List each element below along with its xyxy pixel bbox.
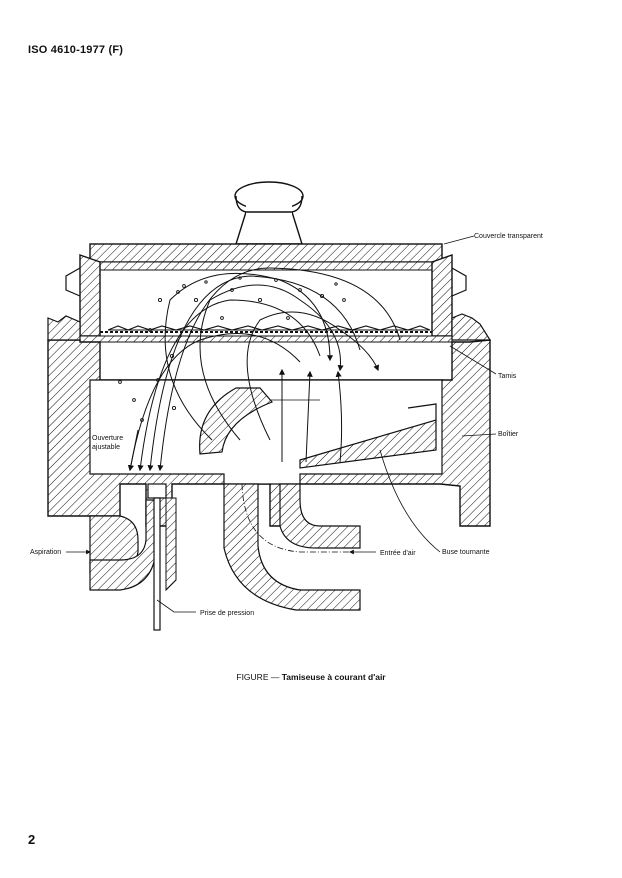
label-ouverture-2: ajustable bbox=[92, 444, 120, 451]
document-header: ISO 4610-1977 (F) bbox=[28, 44, 124, 56]
page-number: 2 bbox=[28, 832, 36, 847]
rotating-nozzle bbox=[199, 387, 437, 469]
particles bbox=[118, 276, 346, 422]
caption-prefix: FIGURE — bbox=[236, 672, 282, 682]
label-buse: Buse tournante bbox=[442, 549, 490, 556]
sieve-mesh bbox=[79, 331, 453, 343]
leader-lines bbox=[66, 235, 497, 613]
lid-knob bbox=[234, 181, 304, 245]
material-bed bbox=[107, 325, 431, 331]
airflow-arrows bbox=[127, 267, 401, 472]
housing bbox=[47, 313, 492, 527]
label-tamis: Tamis bbox=[498, 373, 517, 380]
label-couvercle: Couvercle transparent bbox=[474, 233, 543, 240]
pressure-tap bbox=[147, 483, 177, 631]
label-ouverture-1: Ouverture bbox=[92, 435, 123, 442]
figure-caption: FIGURE — Tamiseuse à courant d'air bbox=[0, 672, 622, 682]
transparent-lid bbox=[89, 243, 443, 271]
air-inlet-pipe bbox=[223, 483, 361, 611]
suction-pipe bbox=[89, 499, 157, 591]
caption-title: Tamiseuse à courant d'air bbox=[281, 672, 386, 682]
label-aspiration: Aspiration bbox=[30, 549, 61, 556]
label-prise: Prise de pression bbox=[200, 610, 254, 617]
label-entree-air: Entrée d'air bbox=[380, 550, 416, 557]
label-boitier: Boîtier bbox=[498, 431, 519, 438]
